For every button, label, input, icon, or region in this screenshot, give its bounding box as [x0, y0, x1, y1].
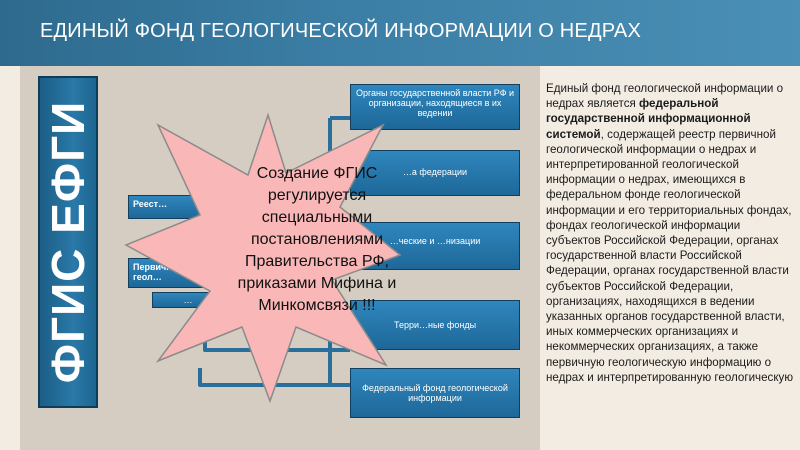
slide-title: ЕДИНЫЙ ФОНД ГЕОЛОГИЧЕСКОЙ ИНФОРМАЦИИ О Н…	[40, 20, 641, 42]
fgis-efgi-label: ФГИС ЕФГИ	[42, 100, 94, 384]
box-territorial-funds-text: Терри…ные фонды	[393, 320, 477, 330]
arrow-return-outer	[198, 368, 350, 387]
fgis-efgi-bar: ФГИС ЕФГИ	[38, 76, 98, 408]
box-government-bodies: Органы государственной власти РФ и орган…	[350, 84, 520, 130]
slide-header: ЕДИНЫЙ ФОНД ГЕОЛОГИЧЕСКОЙ ИНФОРМАЦИИ О Н…	[0, 0, 800, 66]
callout-star	[124, 112, 402, 404]
box-federal-fund: Федеральный фонд геологической информаци…	[350, 368, 520, 418]
box-registry-text: Реест…	[133, 199, 168, 209]
callout-text: Создание ФГИС регулируется специальными …	[237, 165, 397, 314]
description-bold: федеральной государственной информационн…	[546, 97, 751, 141]
box-federal-fund-text: Федеральный фонд геологической информаци…	[362, 383, 508, 403]
box-commercial-text: …ческие и …низации	[389, 236, 481, 246]
box-subjects-text: …а федерации	[402, 167, 468, 177]
description-rest: , содержащей реестр первичной геологичес…	[546, 127, 794, 384]
box-electronic-text: …электронных…	[157, 295, 220, 307]
box-subjects: …а федерации	[350, 150, 520, 196]
description-text: Единый фонд геологической информации о н…	[546, 81, 796, 450]
box-primary-info-text: Первичн… геол…	[133, 262, 181, 282]
description-intro: Единый фонд геологической информации о н…	[546, 82, 784, 111]
box-territorial-funds: Терри…ные фонды	[350, 300, 520, 350]
box-government-bodies-text: Органы государственной власти РФ и орган…	[355, 88, 515, 118]
